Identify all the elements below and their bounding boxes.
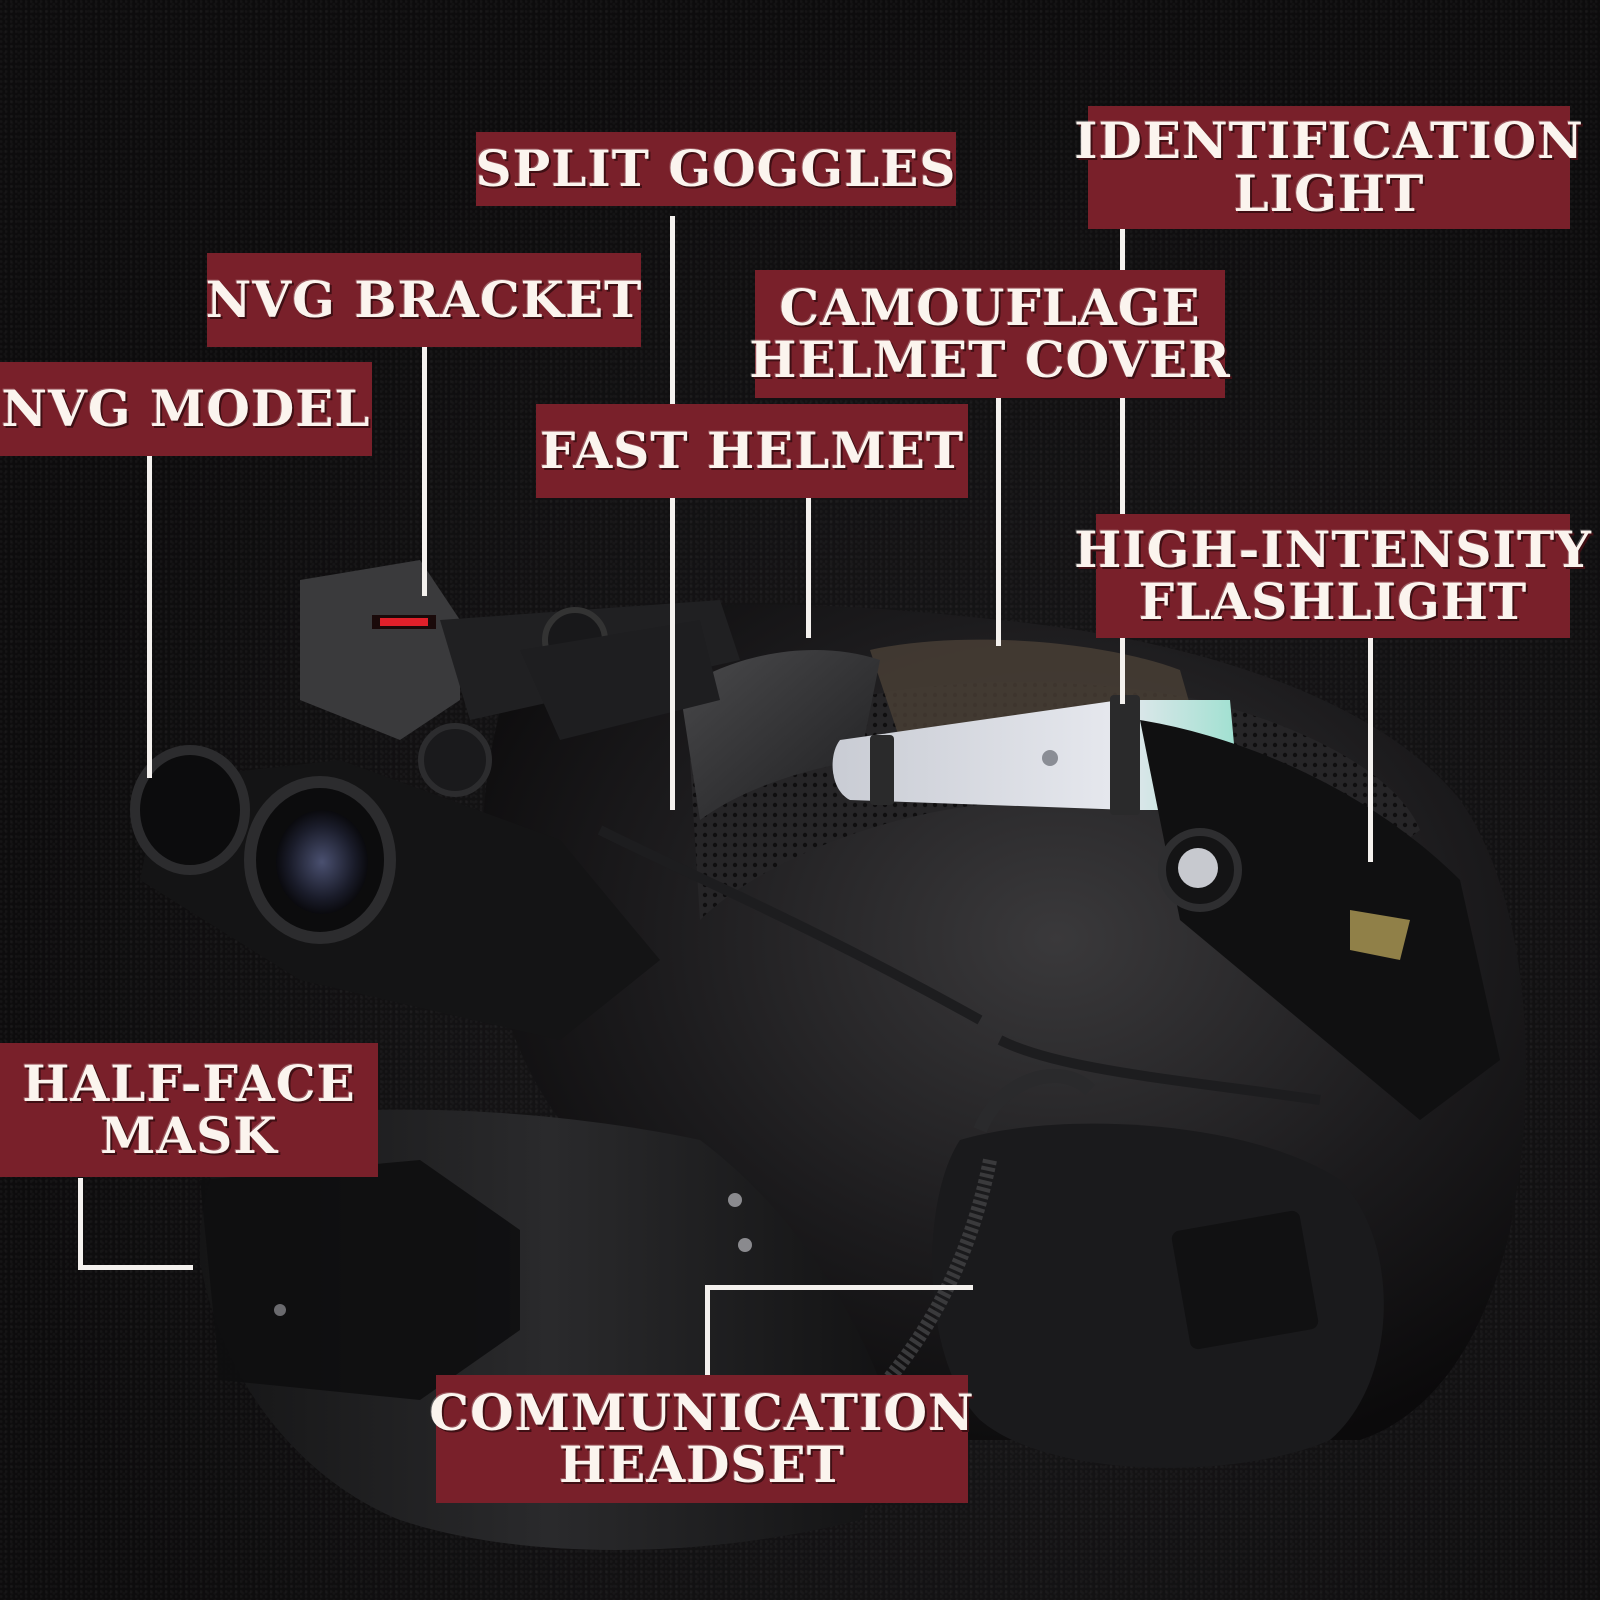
label-camouflage-helmet-cover: Camouflage Helmet Cover xyxy=(749,270,1230,398)
label-fast-helmet: Fast Helmet xyxy=(536,404,968,498)
label-text-line-1: High-Intensity xyxy=(1074,519,1592,579)
label-half-face-mask: Half-Face Mask xyxy=(0,1043,378,1177)
label-text-line-1: Identification xyxy=(1074,111,1584,170)
label-high-intensity-flashlight: High-Intensity Flashlight xyxy=(1074,514,1591,638)
label-text-line-1: Camouflage xyxy=(779,277,1201,337)
label-nvg-model: NVG Model xyxy=(0,362,372,456)
label-text: Fast Helmet xyxy=(539,420,965,480)
label-identification-light: Identification Light xyxy=(1074,106,1583,229)
leader-line-communication-headset-vertical xyxy=(705,1285,710,1375)
label-text-line-1: Half-Face xyxy=(22,1053,356,1113)
leader-line-high-intensity-flashlight xyxy=(1368,636,1373,862)
label-text-line-2: Helmet Cover xyxy=(749,330,1231,389)
nvg-binocular-device xyxy=(130,723,660,1040)
cables xyxy=(597,825,1321,1105)
label-nvg-bracket: NVG Bracket xyxy=(205,253,643,347)
leader-line-nvg-model xyxy=(147,456,152,778)
label-text-line-1: Communication xyxy=(429,1382,975,1442)
leader-line-communication-headset-horizontal xyxy=(705,1285,973,1290)
label-text-line-2: Light xyxy=(1233,163,1425,223)
leader-line-identification-light xyxy=(1120,228,1125,704)
label-split-goggles: Split Goggles xyxy=(476,132,956,206)
leader-line-fast-helmet xyxy=(806,496,811,638)
label-text-line-2: Headset xyxy=(559,1435,845,1494)
label-communication-headset: Communication Headset xyxy=(429,1375,974,1503)
communication-headset-device xyxy=(874,1068,1384,1468)
rail-and-flashlight xyxy=(1140,720,1500,1120)
label-text: Split Goggles xyxy=(475,138,957,198)
label-text-line-2: Mask xyxy=(100,1106,278,1165)
label-text-line-2: Flashlight xyxy=(1138,572,1528,631)
identification-light-device xyxy=(832,695,1240,815)
leader-line-camouflage-helmet-cover xyxy=(996,396,1001,646)
leader-line-nvg-bracket xyxy=(422,346,427,596)
label-text: NVG Model xyxy=(1,378,371,438)
leader-line-split-goggles xyxy=(670,216,675,810)
leader-line-half-face-mask-vertical xyxy=(78,1178,83,1270)
leader-line-half-face-mask-horizontal xyxy=(78,1265,193,1270)
label-text: NVG Bracket xyxy=(205,269,643,329)
